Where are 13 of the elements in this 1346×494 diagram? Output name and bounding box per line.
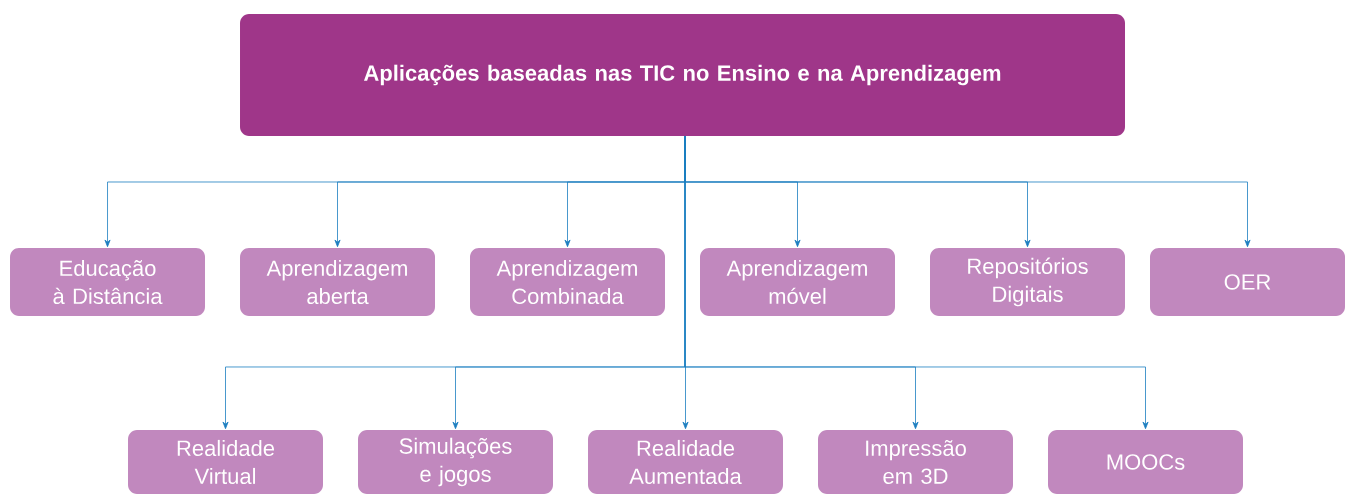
arrow bbox=[684, 135, 1149, 430]
topic-box: Aprendizagem móvel bbox=[700, 248, 895, 316]
topic-box: MOOCs bbox=[1048, 430, 1243, 494]
topic-box: Aprendizagem Combinada bbox=[470, 248, 665, 316]
topic-box: Simulações e jogos bbox=[358, 430, 553, 494]
topic-box: Realidade Virtual bbox=[128, 430, 323, 494]
topic-box: Repositórios Digitais bbox=[930, 248, 1125, 316]
topic-box: Aprendizagem aberta bbox=[240, 248, 435, 316]
topic-box: Realidade Aumentada bbox=[588, 430, 783, 494]
topic-box: OER bbox=[1150, 248, 1345, 316]
title-box: Aplicações baseadas nas TIC no Ensino e na Aprendizagem bbox=[240, 14, 1125, 136]
topic-box: Educação à Distância bbox=[10, 248, 205, 316]
topic-box: Impressão em 3D bbox=[818, 430, 1013, 494]
